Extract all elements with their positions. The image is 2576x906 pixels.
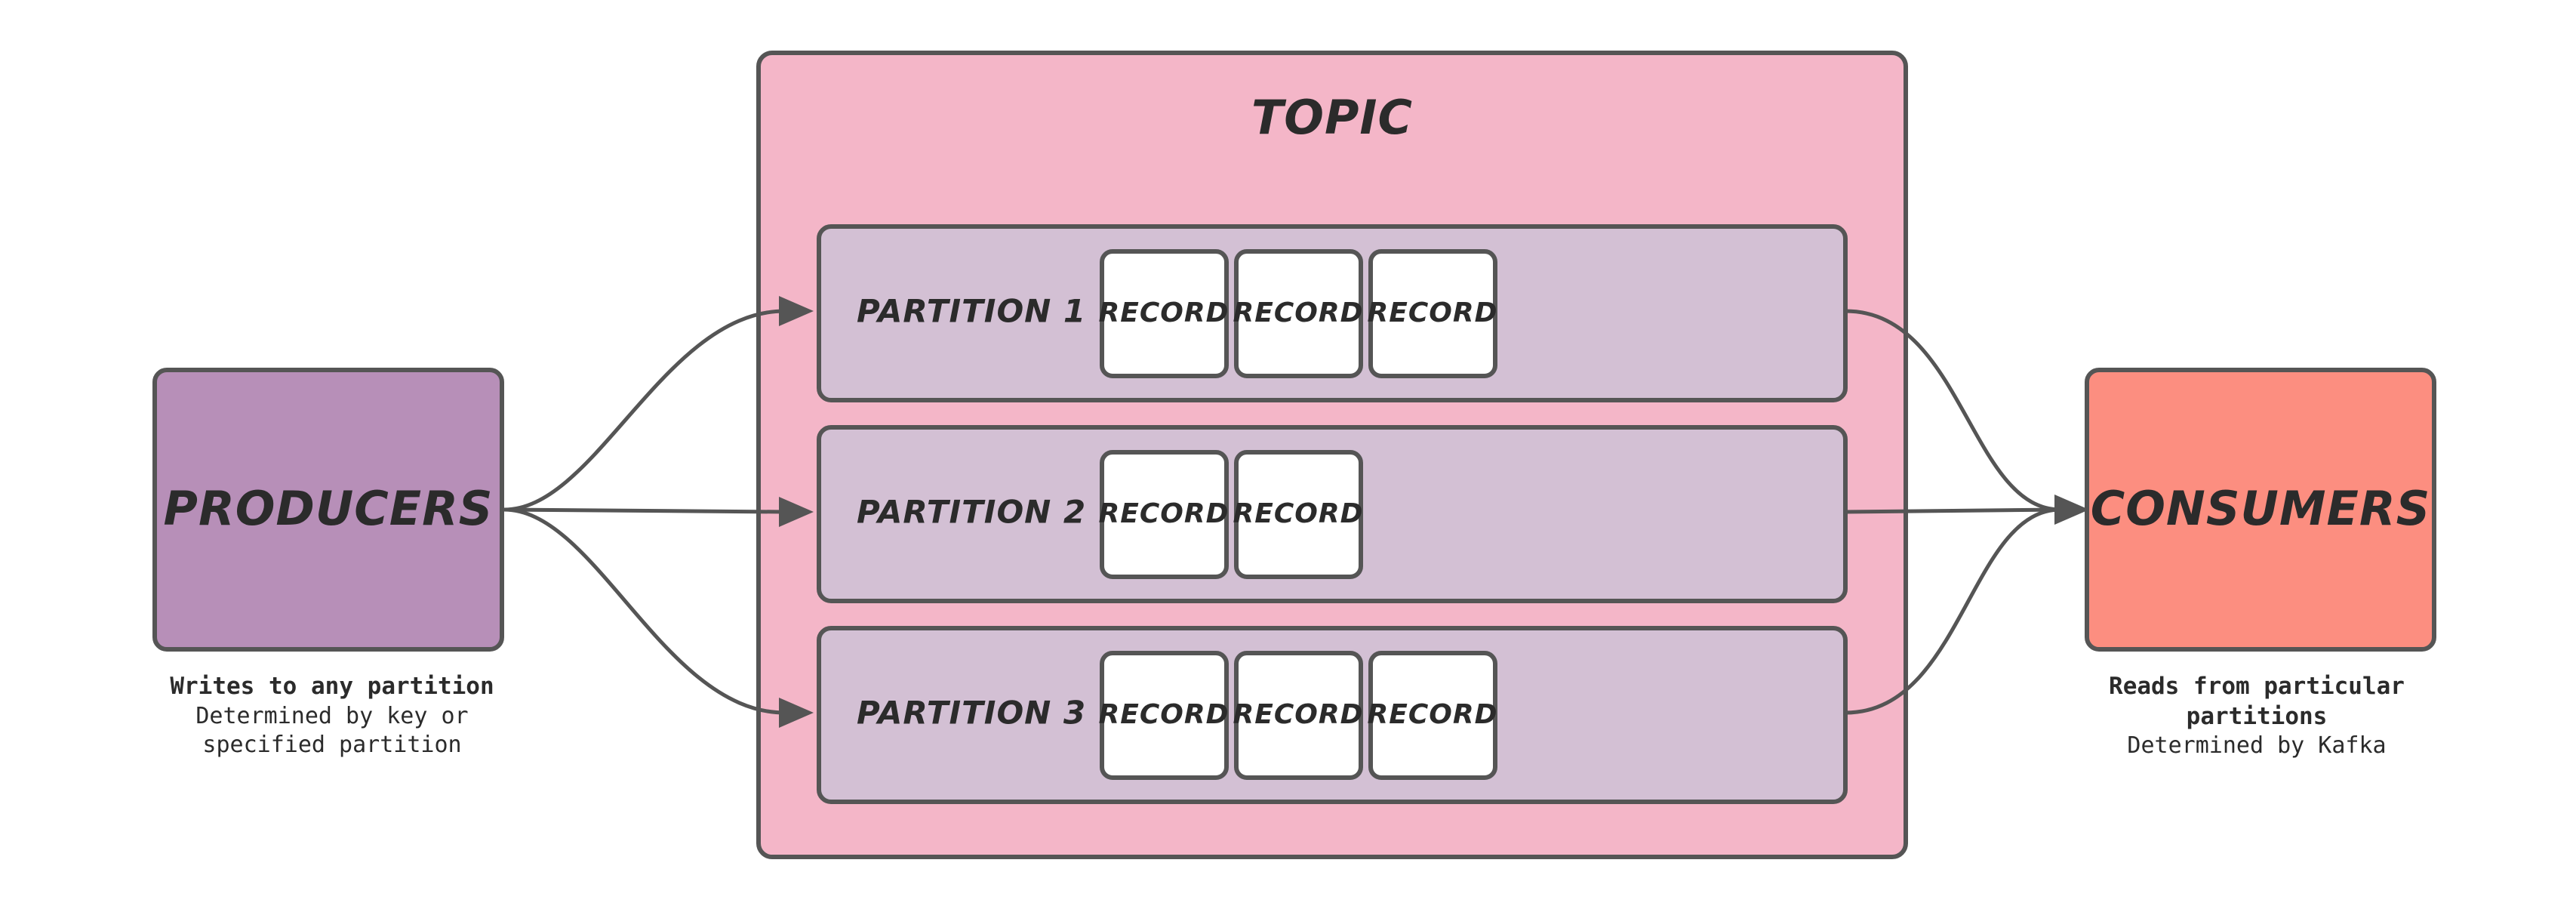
record-label: RECORD <box>1099 297 1230 328</box>
edge-producer-to-partition-1 <box>502 309 787 512</box>
partition-1-group[interactable]: PARTITION 1 RECORD RECORD RECORD <box>817 224 1848 402</box>
partition-1-records: RECORD RECORD RECORD <box>1099 249 1498 378</box>
edge-partition-1-to-consumer <box>1843 309 2063 512</box>
arrowhead-partition-3 <box>779 698 814 728</box>
consumers-node[interactable]: CONSUMERS <box>2085 368 2436 652</box>
producers-caption-line2: specified partition <box>202 732 462 759</box>
producers-box[interactable] <box>152 368 504 652</box>
record-box[interactable] <box>1100 651 1229 780</box>
partition-1-label: PARTITION 1 <box>857 293 1086 330</box>
record-label: RECORD <box>1099 699 1230 730</box>
edge-partition-3-to-consumer <box>1843 507 2063 715</box>
partition-3-records: RECORD RECORD RECORD <box>1099 651 1498 780</box>
record-box[interactable] <box>1368 651 1497 780</box>
partition-2-group[interactable]: PARTITION 2 RECORD RECORD <box>817 425 1848 603</box>
record-box[interactable] <box>1234 450 1363 579</box>
edge-partition-2-to-consumer <box>1843 507 2063 514</box>
record-label: RECORD <box>1233 498 1364 529</box>
edge-producer-to-partition-2 <box>502 507 787 514</box>
partition-3-group[interactable]: PARTITION 3 RECORD RECORD RECORD <box>817 626 1848 804</box>
arrowhead-partition-1 <box>779 296 814 326</box>
producers-node[interactable]: PRODUCERS <box>152 368 504 652</box>
record-label: RECORD <box>1233 699 1364 730</box>
producers-label: PRODUCERS <box>164 481 494 536</box>
partition-3-label: PARTITION 3 <box>857 695 1086 732</box>
record-label: RECORD <box>1368 297 1498 328</box>
arrowhead-consumers <box>2054 495 2089 525</box>
producers-caption-line1: Determined by key or <box>195 702 469 729</box>
partition-to-consumer-edges <box>1843 309 2089 715</box>
record-box[interactable] <box>1368 249 1497 378</box>
producer-to-partition-edges <box>502 296 814 728</box>
producers-caption: Writes to any partition Determined by ke… <box>91 672 574 760</box>
record-box[interactable] <box>1100 249 1229 378</box>
record-box[interactable] <box>1234 249 1363 378</box>
record-box[interactable] <box>1234 651 1363 780</box>
consumers-caption-normal: Determined by Kafka <box>2127 732 2387 760</box>
partition-2-records: RECORD RECORD <box>1099 450 1364 579</box>
topic-title: TOPIC <box>1251 90 1413 145</box>
producers-caption-strong: Writes to any partition <box>170 673 494 700</box>
arrowhead-partition-2 <box>779 497 814 527</box>
consumers-caption-strong-line2: partitions <box>2186 702 2328 730</box>
record-label: RECORD <box>1368 699 1498 730</box>
edge-producer-to-partition-3 <box>502 507 787 715</box>
consumers-caption: Reads from particular partitions Determi… <box>1985 672 2528 761</box>
consumers-caption-strong-line1: Reads from particular <box>2109 673 2405 700</box>
record-box[interactable] <box>1100 450 1229 579</box>
record-label: RECORD <box>1099 498 1230 529</box>
consumers-label: CONSUMERS <box>2091 481 2431 536</box>
partition-2-label: PARTITION 2 <box>857 494 1086 531</box>
record-label: RECORD <box>1233 297 1364 328</box>
